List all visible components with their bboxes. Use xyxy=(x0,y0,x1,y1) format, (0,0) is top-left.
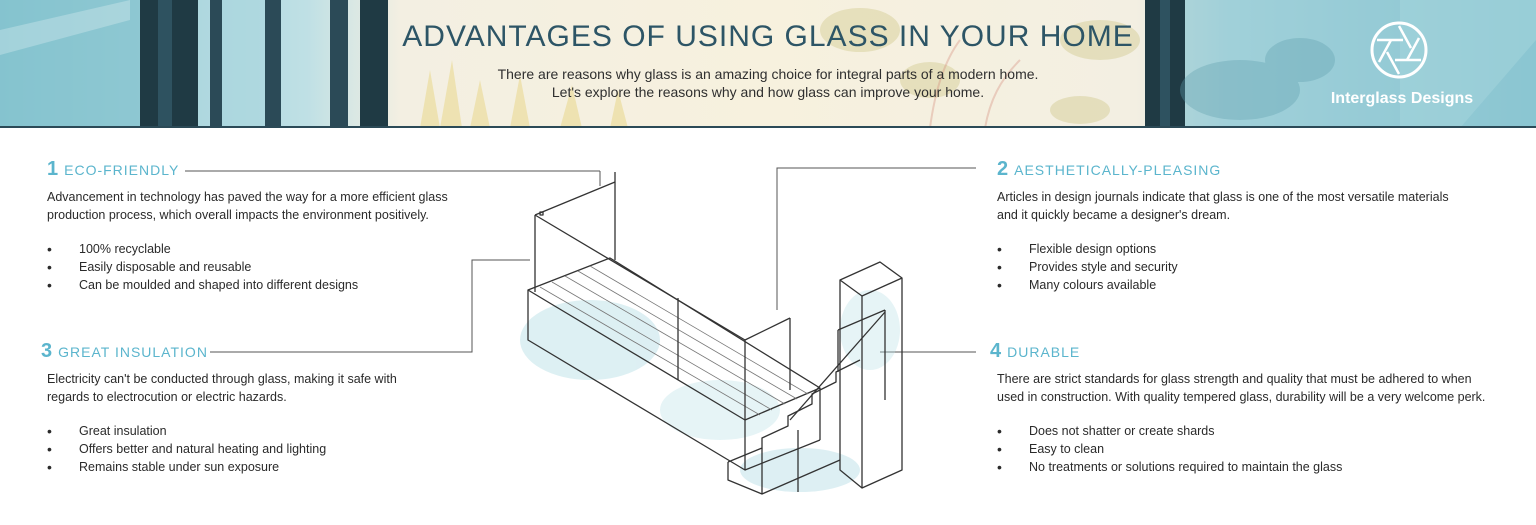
section-paragraph: Advancement in technology has paved the … xyxy=(47,188,517,224)
section-number: 3 xyxy=(41,340,53,362)
list-item: Can be moulded and shaped into different… xyxy=(47,276,517,294)
section-heading: 2 AESTHETICALLY-PLEASING xyxy=(997,158,1497,180)
bullet-list: Does not shatter or create shards Easy t… xyxy=(997,422,1500,476)
page-title: ADVANTAGES OF USING GLASS IN YOUR HOME xyxy=(402,20,1134,53)
section-paragraph: Articles in design journals indicate tha… xyxy=(997,188,1497,224)
banner-background xyxy=(0,0,1536,128)
paragraph-line: Advancement in technology has paved the … xyxy=(47,190,448,204)
paragraph-line: Articles in design journals indicate tha… xyxy=(997,190,1449,204)
list-item: Great insulation xyxy=(47,422,511,440)
paragraph-line: production process, which overall impact… xyxy=(47,208,429,222)
list-item: Provides style and security xyxy=(997,258,1497,276)
section-heading: 1 ECO-FRIENDLY xyxy=(47,158,517,180)
list-item: 100% recyclable xyxy=(47,240,517,258)
paragraph-line: used in construction. With quality tempe… xyxy=(997,390,1486,404)
banner-divider xyxy=(0,126,1536,128)
header-banner: ADVANTAGES OF USING GLASS IN YOUR HOME T… xyxy=(0,0,1536,128)
section-paragraph: There are strict standards for glass str… xyxy=(997,370,1500,406)
paragraph-line: and it quickly became a designer's dream… xyxy=(997,208,1231,222)
list-item: Flexible design options xyxy=(997,240,1497,258)
list-item: Does not shatter or create shards xyxy=(997,422,1500,440)
section-heading: 3 GREAT INSULATION xyxy=(41,340,511,362)
section-durable: 4 DURABLE There are strict standards for … xyxy=(990,340,1500,476)
bullet-list: Great insulation Offers better and natur… xyxy=(47,422,511,476)
section-title: AESTHETICALLY-PLEASING xyxy=(1014,162,1222,178)
paragraph-line: There are strict standards for glass str… xyxy=(997,372,1472,386)
glass-balcony-illustration xyxy=(185,167,976,495)
paragraph-line: regards to electrocution or electric haz… xyxy=(47,390,287,404)
section-title: GREAT INSULATION xyxy=(58,344,208,360)
camera-aperture-icon xyxy=(1370,21,1428,79)
list-item: Remains stable under sun exposure xyxy=(47,458,511,476)
section-title: DURABLE xyxy=(1007,344,1081,360)
brand-logo: Interglass Designs xyxy=(1322,20,1482,116)
list-item: Easily disposable and reusable xyxy=(47,258,517,276)
bullet-list: 100% recyclable Easily disposable and re… xyxy=(47,240,517,294)
list-item: Many colours available xyxy=(997,276,1497,294)
section-eco-friendly: 1 ECO-FRIENDLY Advancement in technology … xyxy=(47,158,517,294)
brand-name: Interglass Designs xyxy=(1330,90,1474,107)
section-number: 1 xyxy=(47,158,59,180)
list-item: No treatments or solutions required to m… xyxy=(997,458,1500,476)
section-aesthetically-pleasing: 2 AESTHETICALLY-PLEASING Articles in desi… xyxy=(997,158,1497,294)
section-number: 4 xyxy=(990,340,1002,362)
list-item: Offers better and natural heating and li… xyxy=(47,440,511,458)
section-great-insulation: 3 GREAT INSULATION Electricity can't be c… xyxy=(41,340,511,476)
section-heading: 4 DURABLE xyxy=(990,340,1500,362)
page-subtitle-line1: There are reasons why glass is an amazin… xyxy=(497,66,1039,82)
list-item: Easy to clean xyxy=(997,440,1500,458)
section-number: 2 xyxy=(997,158,1009,180)
paragraph-line: Electricity can't be conducted through g… xyxy=(47,372,397,386)
section-title: ECO-FRIENDLY xyxy=(64,162,180,178)
page-subtitle-line2: Let's explore the reasons why and how gl… xyxy=(551,84,985,100)
bullet-list: Flexible design options Provides style a… xyxy=(997,240,1497,294)
section-paragraph: Electricity can't be conducted through g… xyxy=(47,370,511,406)
